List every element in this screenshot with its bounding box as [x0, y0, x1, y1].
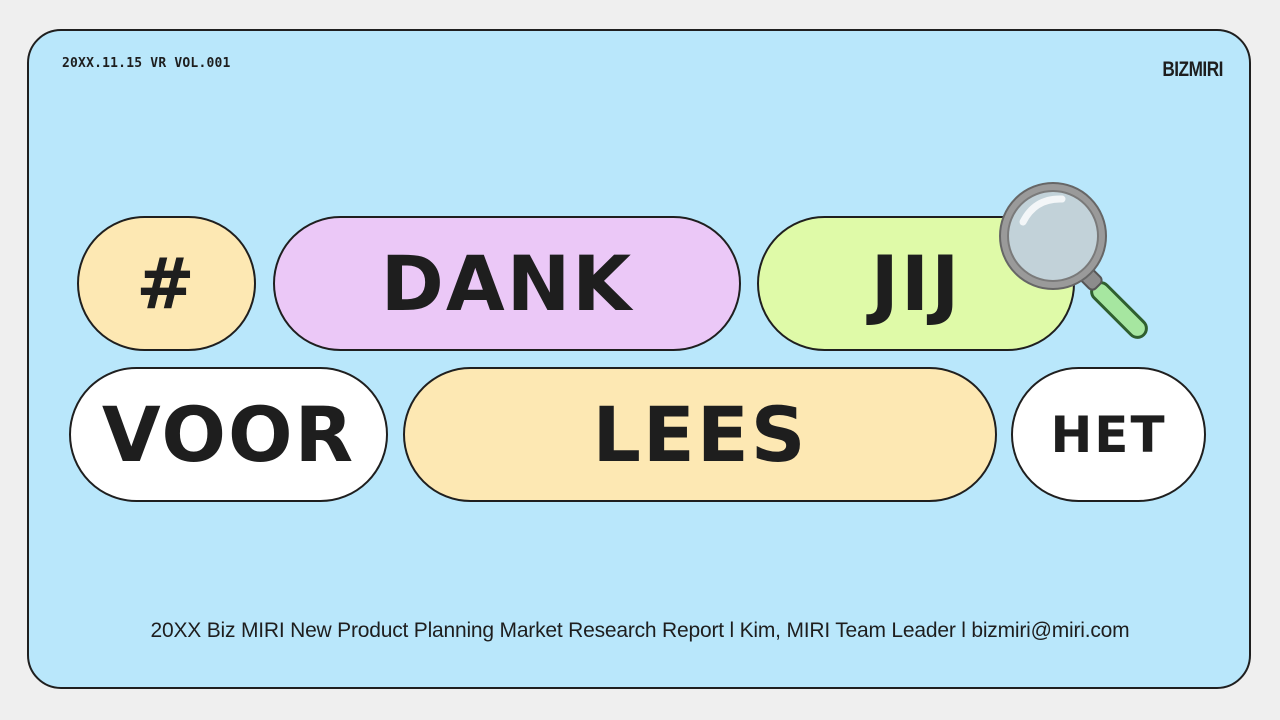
brand-logo: BIZMIRI [1162, 58, 1223, 81]
word-het: HET [1050, 405, 1167, 464]
word-pill-hash: # [77, 216, 256, 351]
word-pill-lees: LEES [403, 367, 997, 502]
magnifying-glass-icon [999, 182, 1148, 339]
word-hash: # [136, 242, 197, 325]
word-pill-het: HET [1011, 367, 1206, 502]
word-pill-dank: DANK [273, 216, 741, 351]
word-jij: JIJ [870, 239, 962, 328]
word-dank: DANK [380, 239, 634, 328]
date-volume-label: 20XX.11.15 VR VOL.001 [62, 56, 231, 71]
word-voor: VOOR [101, 390, 356, 479]
footer-credits: 20XX Biz MIRI New Product Planning Marke… [150, 619, 1130, 642]
word-lees: LEES [592, 390, 808, 479]
word-pill-voor: VOOR [69, 367, 388, 502]
slide-card [27, 29, 1251, 689]
